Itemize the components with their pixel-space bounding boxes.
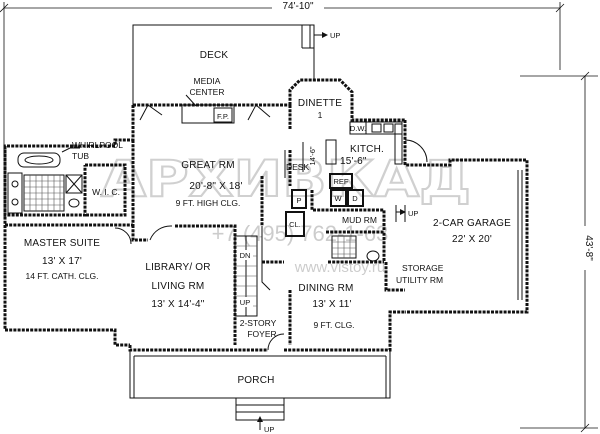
whirlpool-label: WHIRLPOOL	[72, 140, 123, 150]
dishwasher-label: D.W.	[350, 124, 366, 133]
pantry-label: P	[296, 196, 301, 205]
dining-room-dim: 13' X 11'	[312, 299, 351, 310]
master-suite-ceiling: 14 FT. CATH. CLG.	[25, 271, 98, 281]
watermark-brand: АРХИВКАД	[101, 150, 471, 208]
master-suite-dim: 13' X 17'	[42, 256, 82, 267]
kitchen-side-dim: 14'-6"	[308, 146, 317, 165]
dining-room-label: DINING RM	[298, 283, 353, 294]
living-room-label: LIVING RM	[152, 281, 205, 292]
dining-room: DINING RM 13' X 11' 9 FT. CLG.	[262, 260, 384, 345]
washer-label: W	[334, 194, 342, 203]
service-area: REF P CL. W D MUD RM UP	[285, 173, 418, 237]
exterior-walls	[3, 78, 529, 399]
dining-room-ceiling: 9 FT. CLG.	[313, 320, 354, 330]
stairs: DN UP	[234, 226, 271, 317]
library-dim: 13' X 14'-4"	[151, 299, 204, 310]
utility-label: UTILITY RM	[396, 275, 443, 285]
whirlpool-tub-label: TUB	[72, 151, 89, 161]
deck-up-label: UP	[330, 31, 340, 40]
master-suite: WHIRLPOOL TUB W. I. C. MASTER SUITE 13' …	[3, 140, 132, 281]
dinette-label: DINETTE	[298, 98, 342, 109]
kitchen-label: KITCH.	[350, 144, 384, 155]
foyer: 2-STORY FOYER	[240, 318, 285, 351]
foyer-label-2: FOYER	[247, 329, 276, 339]
width-dimension: 74'-10"	[0, 0, 565, 155]
watermark-phone: +7 (495) 762-1-63	[212, 221, 389, 246]
dinette-number: 1	[318, 110, 323, 120]
media-center: MEDIA CENTER F.P.	[139, 76, 271, 124]
kitchen: D.W. 14'-6" KITCH. 15'-6" DESK	[284, 121, 428, 178]
ref-label: REF	[334, 177, 349, 186]
great-room-label: GREAT RM	[181, 160, 234, 171]
watermark: АРХИВКАД +7 (495) 762-1-63 www.vistoy.ru	[100, 149, 472, 276]
dryer-label: D	[352, 194, 358, 203]
kitchen-dim: 15'-6"	[340, 156, 367, 167]
mud-up-label: UP	[408, 209, 418, 218]
garage: 2-CAR GARAGE 22' X 20'	[433, 170, 523, 300]
storage-label: STORAGE	[402, 263, 444, 273]
fireplace-label: F.P.	[217, 112, 229, 121]
depth-dimension-label: 43'-8"	[583, 235, 594, 261]
porch-label: PORCH	[237, 375, 274, 386]
master-suite-label: MASTER SUITE	[24, 238, 100, 249]
porch-up-label: UP	[264, 425, 274, 434]
closet-label: CL.	[289, 220, 301, 229]
desk-label: DESK	[286, 162, 309, 172]
stair-down-label: DN	[240, 251, 251, 260]
foyer-label-1: 2-STORY	[240, 318, 277, 328]
width-dimension-label: 74'-10"	[282, 1, 313, 12]
dinette: DINETTE 1	[298, 98, 342, 120]
library-label: LIBRARY/ OR	[145, 262, 210, 273]
depth-dimension: 43'-8"	[520, 71, 598, 433]
great-room: GREAT RM 20'-8" X 18' 9 FT. HIGH CLG.	[176, 160, 243, 208]
garage-label: 2-CAR GARAGE	[433, 218, 511, 229]
media-center-label-2: CENTER	[190, 87, 225, 97]
walk-in-closet-label: W. I. C.	[92, 187, 120, 197]
powder-room	[326, 230, 386, 262]
storage-utility: STORAGE UTILITY RM	[384, 262, 444, 292]
mud-room-label: MUD RM	[342, 215, 377, 225]
stair-up-label: UP	[240, 298, 250, 307]
great-room-ceiling: 9 FT. HIGH CLG.	[176, 198, 241, 208]
porch-steps: UP PORCH	[235, 375, 285, 434]
garage-dim: 22' X 20'	[452, 234, 492, 245]
deck-label: DECK	[200, 50, 229, 61]
interior-walls	[260, 105, 292, 226]
media-center-label-1: MEDIA	[194, 76, 221, 86]
deck: UP DECK	[132, 24, 340, 105]
great-room-dim: 20'-8" X 18'	[189, 181, 242, 192]
